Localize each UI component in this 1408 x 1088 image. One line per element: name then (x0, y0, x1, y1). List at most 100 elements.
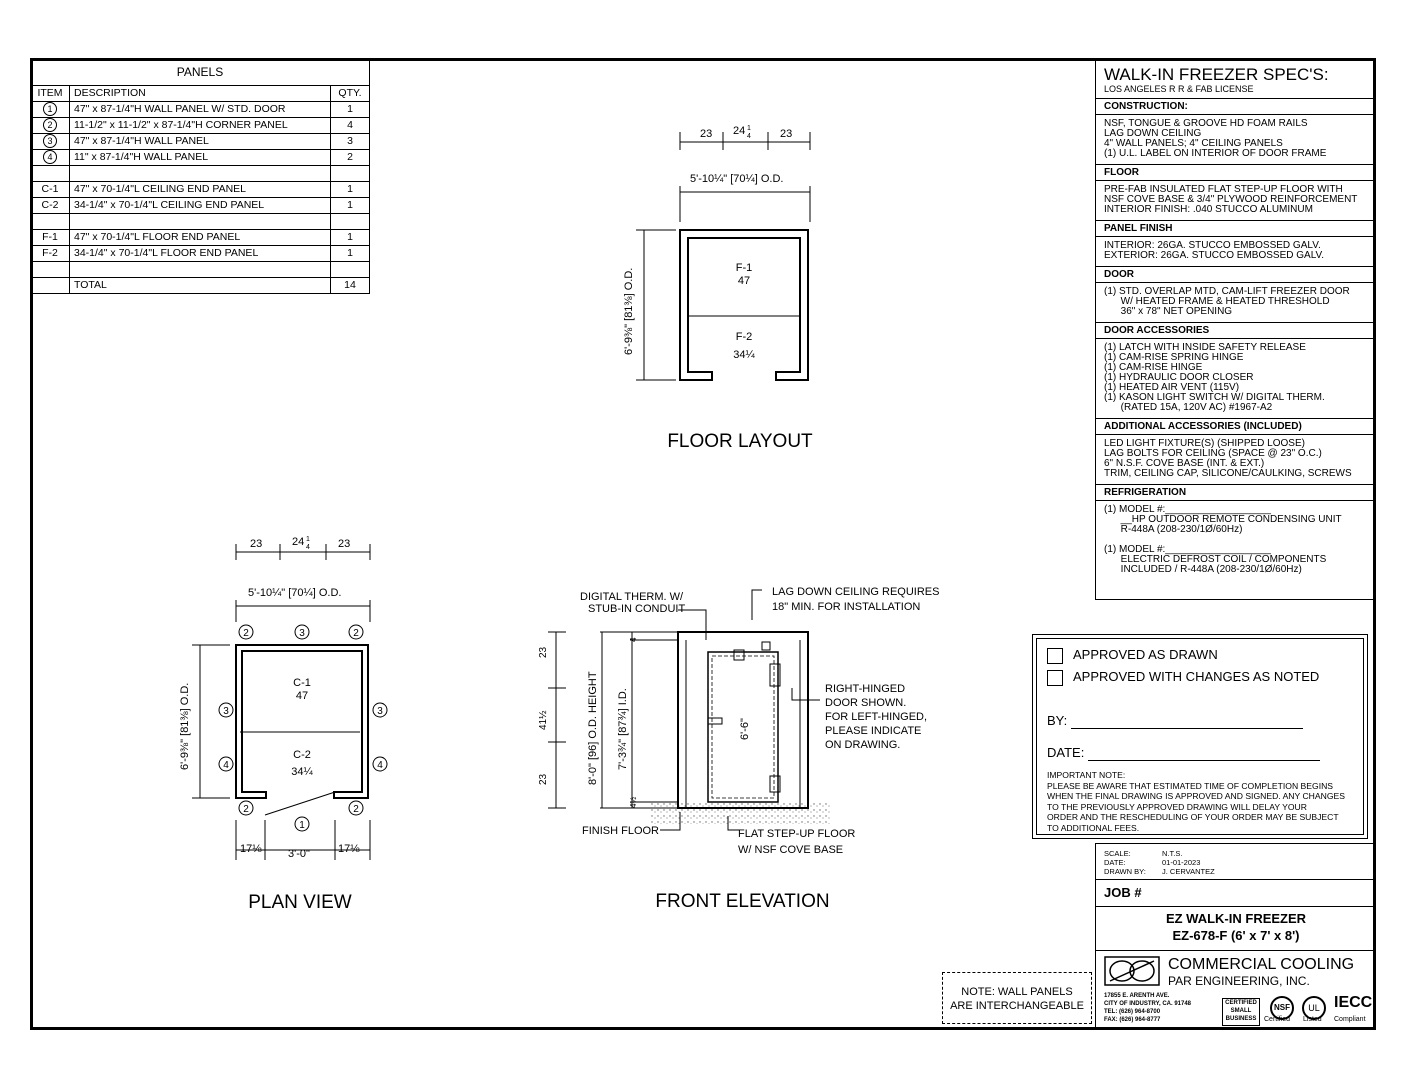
row-description (69, 261, 331, 278)
approve-date-row[interactable]: DATE: (1047, 745, 1321, 761)
row-item (30, 261, 70, 278)
elev-ceiling-1: LAG DOWN CEILING REQUIRES (772, 586, 939, 598)
plan-door-width: 3'-0" (288, 848, 310, 860)
row-description: 47" x 70-1/4"L CEILING END PANEL (69, 181, 331, 198)
wall-note-line-1: NOTE: WALL PANELS (961, 986, 1073, 998)
product-name-1: EZ WALK-IN FREEZER (1165, 911, 1307, 926)
approve-date-line[interactable] (1088, 745, 1321, 761)
row-qty (330, 165, 370, 182)
callout-number: 4 (377, 760, 383, 771)
approve-by-row[interactable]: BY: (1047, 713, 1304, 729)
approve-drawn-row[interactable]: APPROVED AS DRAWN (1047, 647, 1218, 664)
spec-body: PRE-FAB INSULATED FLAT STEP-UP FLOOR WIT… (1104, 184, 1358, 215)
drawn-by-label: DRAWN BY: (1104, 867, 1146, 876)
elev-finish-floor: FINISH FLOOR (582, 825, 659, 837)
plan-c1-label: C-1 (293, 677, 311, 689)
row-description: 34-1/4" x 70-1/4"L CEILING END PANEL (69, 197, 331, 214)
approve-drawn-label: APPROVED AS DRAWN (1073, 647, 1218, 662)
divider (1096, 950, 1376, 951)
specs-title: WALK-IN FREEZER SPEC'S: (1104, 65, 1329, 84)
row-qty: 2 (330, 149, 370, 166)
front-elevation-title: FRONT ELEVATION (655, 891, 830, 912)
elev-hinge-5: ON DRAWING. (825, 739, 900, 751)
floor-dim-left: 23 (700, 128, 712, 140)
plan-bottom-left: 17⅛ (240, 843, 262, 855)
spec-heading: DOOR ACCESSORIES (1096, 323, 1376, 339)
callout-number: 3 (377, 706, 383, 717)
spec-heading: PANEL FINISH (1096, 221, 1376, 237)
iecc-caption: Compliant (1334, 1016, 1366, 1023)
spec-section: DOOR(1) STD. OVERLAP MTD, CAM-LIFT FREEZ… (1096, 266, 1376, 322)
floor-f2-width: 34¼ (733, 349, 755, 361)
floor-dim-mid: 24 (733, 125, 745, 137)
wall-note-line-2: ARE INTERCHANGEABLE (950, 1000, 1084, 1012)
plan-view-title: PLAN VIEW (248, 892, 352, 913)
address-line-3: TEL: (626) 964-8700 (1104, 1009, 1161, 1015)
row-description (69, 213, 331, 230)
elev-step-floor-2: W/ NSF COVE BASE (738, 844, 843, 856)
company-subname: PAR ENGINEERING, INC. (1168, 974, 1310, 988)
approve-changes-row[interactable]: APPROVED WITH CHANGES AS NOTED (1047, 669, 1319, 686)
callout-circle-icon (238, 624, 254, 640)
elev-thermo-2: STUB-IN CONDUIT (588, 603, 685, 615)
row-item (30, 213, 70, 230)
col-item: ITEM (30, 85, 70, 102)
callout-number: 3 (223, 706, 229, 717)
approve-date-label: DATE: (1047, 745, 1085, 760)
company-name: COMMERCIAL COOLING (1168, 956, 1355, 973)
approve-drawn-checkbox[interactable] (1047, 647, 1063, 664)
row-description: 11" x 87-1/4"H WALL PANEL (69, 149, 331, 166)
row-qty: 1 (330, 181, 370, 198)
plan-c2-width: 34¼ (291, 766, 313, 778)
table-row (30, 261, 370, 278)
floor-layout-title: FLOOR LAYOUT (667, 431, 813, 452)
callout-circle-icon (294, 816, 310, 832)
floor-depth: 6'-9⅜" [81⅜] O.D. (623, 268, 635, 355)
iecc-icon: IECC (1334, 994, 1373, 1011)
item-callout-icon: 3 (43, 134, 57, 148)
drawing-border (30, 58, 1376, 1030)
ul-caption: Listed (1303, 1016, 1322, 1023)
row-item (30, 277, 70, 294)
elev-dim-top: 23 (538, 646, 549, 658)
spec-heading: CONSTRUCTION: (1096, 99, 1376, 115)
callout-circle-icon (218, 702, 234, 718)
small-business-badge: CERTIFIED SMALL BUSINESS (1222, 998, 1260, 1026)
col-description: DESCRIPTION (69, 85, 331, 102)
spec-section: CONSTRUCTION: NSF, TONGUE & GROOVE HD FOA… (1096, 98, 1376, 164)
approve-by-line[interactable] (1071, 713, 1304, 729)
row-qty: 3 (330, 133, 370, 150)
plan-bottom-right: 17⅛ (338, 843, 360, 855)
row-item: 4 (30, 149, 70, 166)
callout-circle-icon (294, 624, 310, 640)
elev-od-height: 8'-0" [96] O.D. HEIGHT (587, 671, 599, 785)
row-description: 34-1/4" x 70-1/4"L FLOOR END PANEL (69, 245, 331, 262)
specs-sections: CONSTRUCTION: NSF, TONGUE & GROOVE HD FOA… (1096, 98, 1376, 580)
row-item: C-2 (30, 197, 70, 214)
callout-circle-icon (238, 800, 254, 816)
sb-line-1: CERTIFIED (1225, 1000, 1257, 1006)
row-description: 47" x 87-1/4"H WALL PANEL W/ STD. DOOR (69, 101, 331, 118)
plan-dim-left: 23 (250, 538, 262, 550)
drawn-by-value: J. CERVANTEZ (1162, 867, 1215, 876)
approve-by-label: BY: (1047, 713, 1068, 728)
approval-box: APPROVED AS DRAWN APPROVED WITH CHANGES … (1032, 634, 1368, 839)
scale-value: N.T.S. (1162, 849, 1183, 858)
callout-number: 2 (353, 804, 359, 815)
elev-hinge-4: PLEASE INDICATE (825, 725, 921, 737)
sb-line-3: BUSINESS (1225, 1016, 1257, 1022)
spec-heading: ADDITIONAL ACCESSORIES (INCLUDED) (1096, 419, 1376, 435)
elev-hinge-1: RIGHT-HINGED (825, 683, 905, 695)
plan-dim-mid-num: 1 (306, 536, 310, 543)
sb-line-2: SMALL (1230, 1008, 1252, 1014)
approve-changes-checkbox[interactable] (1047, 669, 1063, 686)
table-row (30, 213, 370, 230)
table-row (30, 165, 370, 182)
spec-body: NSF, TONGUE & GROOVE HD FOAM RAILS LAG D… (1104, 118, 1327, 159)
